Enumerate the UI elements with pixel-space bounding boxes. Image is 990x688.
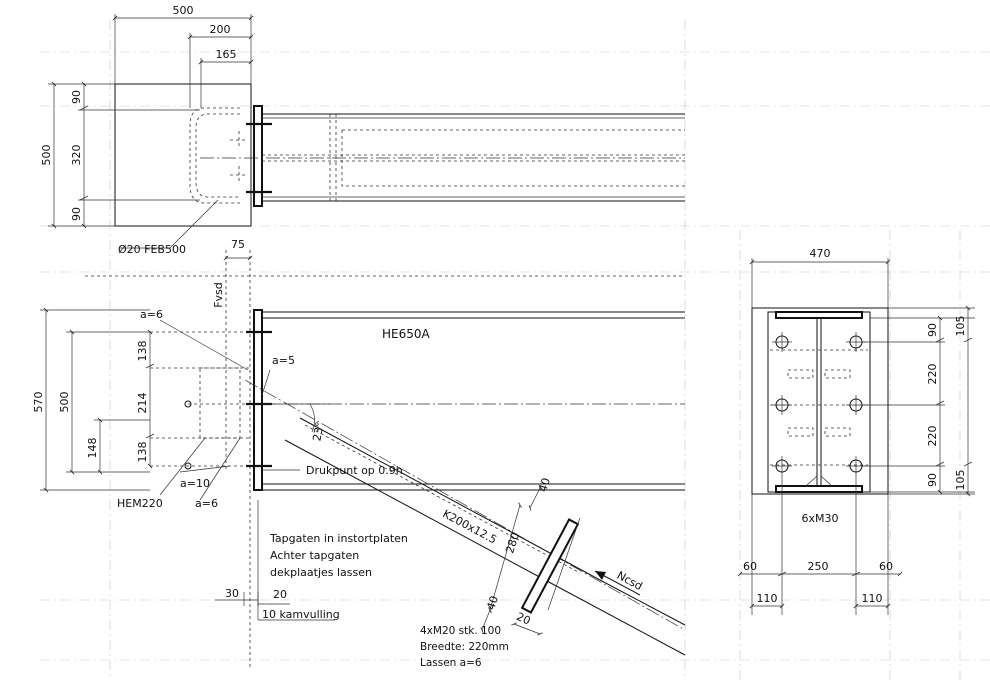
dim-500-width: 500: [173, 4, 194, 17]
fvsd-label: Fvsd: [212, 282, 225, 308]
dim-200: 200: [210, 23, 231, 36]
sec-dim-470: 470: [810, 247, 831, 260]
sec-dim-110-right: 110: [862, 592, 883, 605]
weld-a5: a=5: [272, 354, 295, 367]
dim-320: 320: [70, 145, 83, 166]
sec-dim-250: 250: [808, 560, 829, 573]
sec-dim-60-left: 60: [743, 560, 757, 573]
section-view: [737, 258, 975, 615]
beam-label: HE650A: [382, 327, 431, 341]
sec-dim-105-bottom: 105: [954, 470, 967, 491]
dim-90-bottom: 90: [70, 207, 83, 221]
rebar-label: Ø20 FEB500: [118, 243, 186, 256]
kamvulling-label: 10 kamvulling: [262, 608, 340, 621]
sec-dim-220-top: 220: [926, 364, 939, 385]
sec-dim-220-bottom: 220: [926, 426, 939, 447]
bolt-note-1: 4xM20 stk. 100: [420, 625, 501, 637]
strut-dim-280: 280: [503, 531, 522, 555]
dim-30: 30: [225, 587, 239, 600]
hem220-label: HEM220: [117, 497, 163, 510]
sec-dim-110-left: 110: [757, 592, 778, 605]
dim-20: 20: [273, 588, 287, 601]
dim-90-top: 90: [70, 90, 83, 104]
dim-500-height: 500: [40, 145, 53, 166]
weld-a6-top: a=6: [140, 308, 163, 321]
top-dimensions: [48, 14, 254, 229]
strut-dim-40-top: 40: [536, 476, 553, 493]
drukpunt-label: Drukpunt op 0.9h: [306, 464, 403, 477]
elevation-dimensions: [40, 255, 641, 636]
angle-label: 23°: [310, 421, 326, 442]
sec-dim-105-top: 105: [954, 316, 967, 337]
sec-dim-90-bottom: 90: [926, 473, 939, 487]
top-plan-view: [114, 83, 685, 249]
note-line-3: dekplaatjes lassen: [270, 566, 372, 579]
dim-148: 148: [86, 438, 99, 459]
strut-dim-20: 20: [514, 610, 532, 628]
reference-grid: [40, 20, 990, 680]
bolt-note-2: Breedte: 220mm: [420, 641, 509, 653]
strut-dim-40-bottom: 40: [484, 594, 501, 611]
dim-570: 570: [32, 392, 45, 413]
weld-a10: a=10: [180, 477, 210, 490]
dim-138-top: 138: [136, 341, 149, 362]
dim-138-bottom: 138: [136, 442, 149, 463]
bolt-note-3: Lassen a=6: [420, 657, 482, 669]
dim-165: 165: [216, 48, 237, 61]
dim-214: 214: [136, 393, 149, 414]
note-line-1: Tapgaten in instortplaten: [269, 532, 408, 545]
sec-dim-90-top: 90: [926, 323, 939, 337]
dim-500: 500: [58, 392, 71, 413]
sec-dim-60-right: 60: [879, 560, 893, 573]
elevation-view: [85, 250, 686, 670]
section-bolts-label: 6xM30: [802, 512, 839, 525]
dim-75: 75: [231, 238, 245, 251]
note-line-2: Achter tapgaten: [270, 549, 359, 562]
weld-a6-bottom: a=6: [195, 497, 218, 510]
